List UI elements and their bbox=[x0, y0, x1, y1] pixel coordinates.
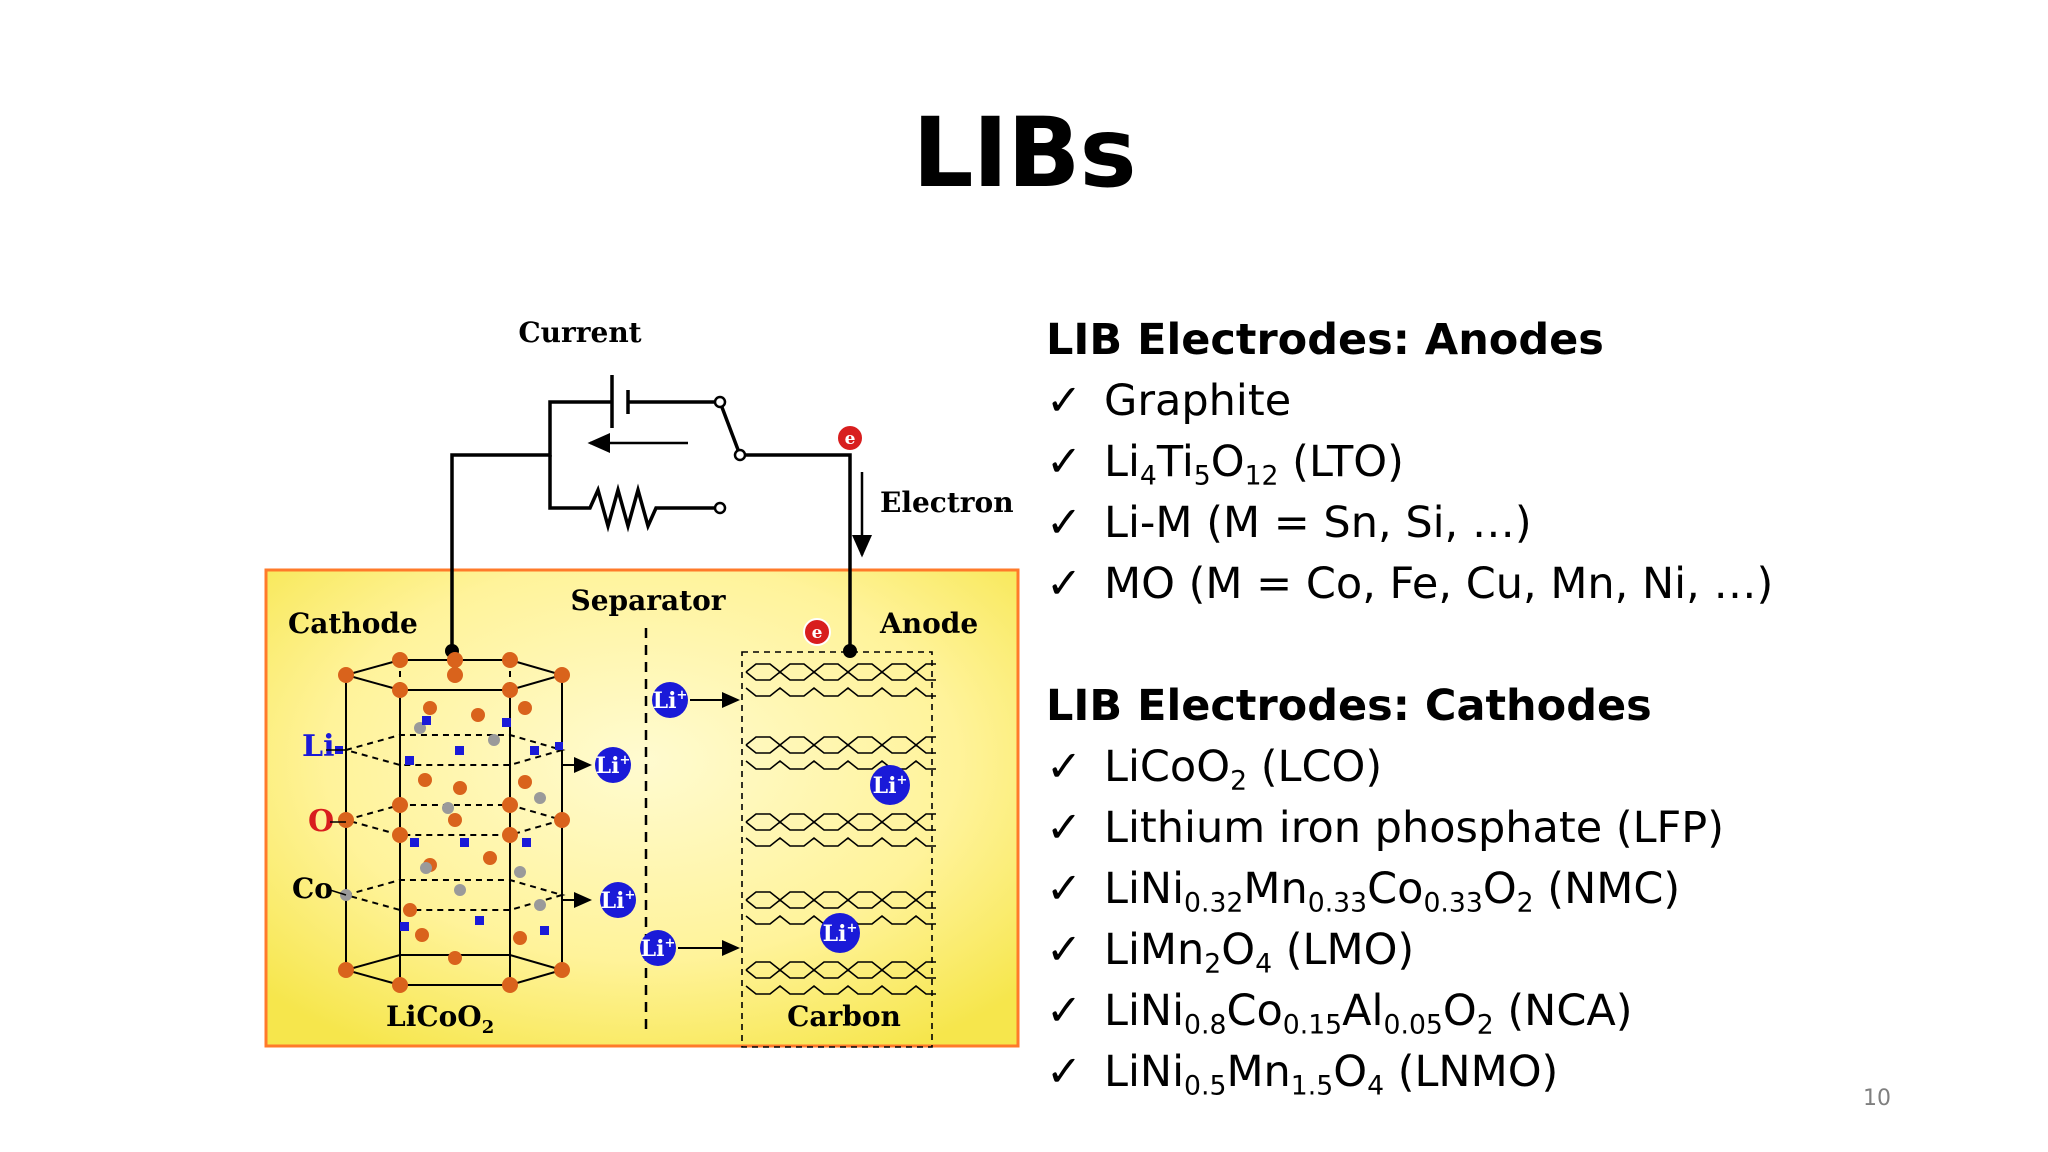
page-number: 10 bbox=[1863, 1086, 1891, 1111]
svg-text:Li+: Li+ bbox=[873, 773, 908, 799]
svg-text:e: e bbox=[845, 429, 856, 449]
li-ion-anode-2: Li+ bbox=[820, 913, 860, 953]
cathodes-heading: LIB Electrodes: Cathodes bbox=[1046, 681, 1652, 731]
anode-material-label: Carbon bbox=[787, 1000, 901, 1033]
anode-item: ✓ Li-M (M = Sn, Si, …) bbox=[1046, 493, 2026, 554]
anode-item: ✓ MO (M = Co, Fe, Cu, Mn, Ni, …) bbox=[1046, 554, 2026, 615]
checkmark-icon: ✓ bbox=[1046, 925, 1083, 975]
anode-terminal bbox=[843, 644, 857, 658]
graphite-layer-5 bbox=[745, 961, 936, 995]
graphite-layer-2 bbox=[745, 736, 936, 770]
cathode-item-text: LiCoO2 (LCO) bbox=[1104, 742, 1383, 797]
current-label: Current bbox=[518, 316, 641, 349]
electron-anode: e bbox=[803, 618, 831, 646]
separator-label: Separator bbox=[570, 584, 726, 617]
list-spacer bbox=[1046, 615, 2026, 676]
cathode-item: ✓ LiCoO2 (LCO) bbox=[1046, 737, 2026, 798]
li-ion-cathode-2: Li+ bbox=[562, 882, 636, 918]
li-ion-cathode-1: Li+ bbox=[562, 747, 631, 783]
anode-label: Anode bbox=[879, 607, 978, 640]
checkmark-icon: ✓ bbox=[1046, 437, 1083, 487]
lithium-atoms bbox=[335, 716, 563, 935]
cathode-item: ✓ LiNi0.5Mn1.5O4 (LNMO) bbox=[1046, 1042, 2026, 1103]
checkmark-icon: ✓ bbox=[1046, 864, 1083, 914]
cathode-item-text: Lithium iron phosphate (LFP) bbox=[1104, 803, 1724, 853]
graphite-anode bbox=[741, 651, 936, 1048]
checkmark-icon: ✓ bbox=[1046, 498, 1083, 548]
switch-contacts bbox=[713, 395, 747, 515]
checkmark-icon: ✓ bbox=[1046, 986, 1083, 1036]
anode-item-text: Graphite bbox=[1104, 376, 1292, 426]
li-ion-anode-1: Li+ bbox=[870, 765, 910, 805]
svg-text:Li+: Li+ bbox=[641, 936, 676, 962]
cathode-item-text: LiNi0.32Mn0.33Co0.33O2 (NMC) bbox=[1104, 864, 1681, 919]
anode-item: ✓ Li4Ti5O12 (LTO) bbox=[1046, 432, 2026, 493]
checkmark-icon: ✓ bbox=[1046, 559, 1083, 609]
electrode-list: LIB Electrodes: Anodes ✓ Graphite ✓ Li4Ti5O… bbox=[1046, 310, 2026, 1103]
atom-pointer-lines bbox=[326, 749, 347, 896]
oxygen-atoms bbox=[338, 652, 570, 993]
graphite-layer-1 bbox=[745, 663, 936, 697]
checkmark-icon: ✓ bbox=[1046, 803, 1083, 853]
svg-text:Li+: Li+ bbox=[601, 888, 636, 914]
cell-box bbox=[264, 568, 1020, 1048]
cathode-item: ✓ LiNi0.32Mn0.33Co0.33O2 (NMC) bbox=[1046, 859, 2026, 920]
svg-text:Li+: Li+ bbox=[596, 753, 631, 779]
svg-text:e: e bbox=[812, 623, 823, 643]
li-atom-label: Li bbox=[302, 729, 335, 764]
slide-title: LIBs bbox=[912, 97, 1136, 209]
anode-item-text: MO (M = Co, Fe, Cu, Mn, Ni, …) bbox=[1104, 559, 1774, 609]
checkmark-icon: ✓ bbox=[1046, 742, 1083, 792]
anodes-heading: LIB Electrodes: Anodes bbox=[1046, 315, 1604, 365]
electron-label: Electron bbox=[880, 486, 1014, 519]
cathodes-list: ✓ LiCoO2 (LCO) ✓ Lithium iron phosphate (LF… bbox=[1046, 737, 2026, 1103]
graphite-layer-3 bbox=[745, 813, 936, 847]
cathode-item: ✓ LiNi0.8Co0.15Al0.05O2 (NCA) bbox=[1046, 981, 2026, 1042]
svg-text:Li+: Li+ bbox=[653, 688, 688, 714]
cathode-item: ✓ LiMn2O4 (LMO) bbox=[1046, 920, 2026, 981]
electron-top: e bbox=[836, 424, 864, 452]
cathode-item-text: LiMn2O4 (LMO) bbox=[1104, 925, 1415, 980]
cathode-label: Cathode bbox=[288, 607, 418, 640]
checkmark-icon: ✓ bbox=[1046, 1047, 1083, 1097]
external-circuit bbox=[450, 375, 852, 648]
cathode-item-text: LiNi0.8Co0.15Al0.05O2 (NCA) bbox=[1104, 986, 1633, 1041]
co-atom-label: Co bbox=[292, 872, 333, 905]
o-atom-label: O bbox=[308, 804, 334, 839]
anode-item: ✓ Graphite bbox=[1046, 371, 2026, 432]
li-ion-separator-2: Li+ bbox=[640, 930, 740, 966]
anode-item-text: Li4Ti5O12 (LTO) bbox=[1104, 437, 1404, 492]
svg-text:Li+: Li+ bbox=[823, 921, 858, 947]
cathode-item: ✓ Lithium iron phosphate (LFP) bbox=[1046, 798, 2026, 859]
cathode-item-text: LiNi0.5Mn1.5O4 (LNMO) bbox=[1104, 1047, 1559, 1102]
battery-diagram-svg: e e Current Electron Separator Cathode A… bbox=[264, 316, 1020, 1048]
anodes-list: ✓ Graphite ✓ Li4Ti5O12 (LTO) ✓ Li-M (M = Sn, … bbox=[1046, 371, 2026, 615]
anode-item-text: Li-M (M = Sn, Si, …) bbox=[1104, 498, 1532, 548]
cathode-material-label: LiCoO2 bbox=[386, 1000, 494, 1038]
battery-diagram: e e Current Electron Separator Cathode A… bbox=[250, 310, 1030, 1070]
cobalt-atoms bbox=[340, 722, 546, 911]
checkmark-icon: ✓ bbox=[1046, 376, 1083, 426]
li-ion-separator-1: Li+ bbox=[652, 682, 740, 718]
